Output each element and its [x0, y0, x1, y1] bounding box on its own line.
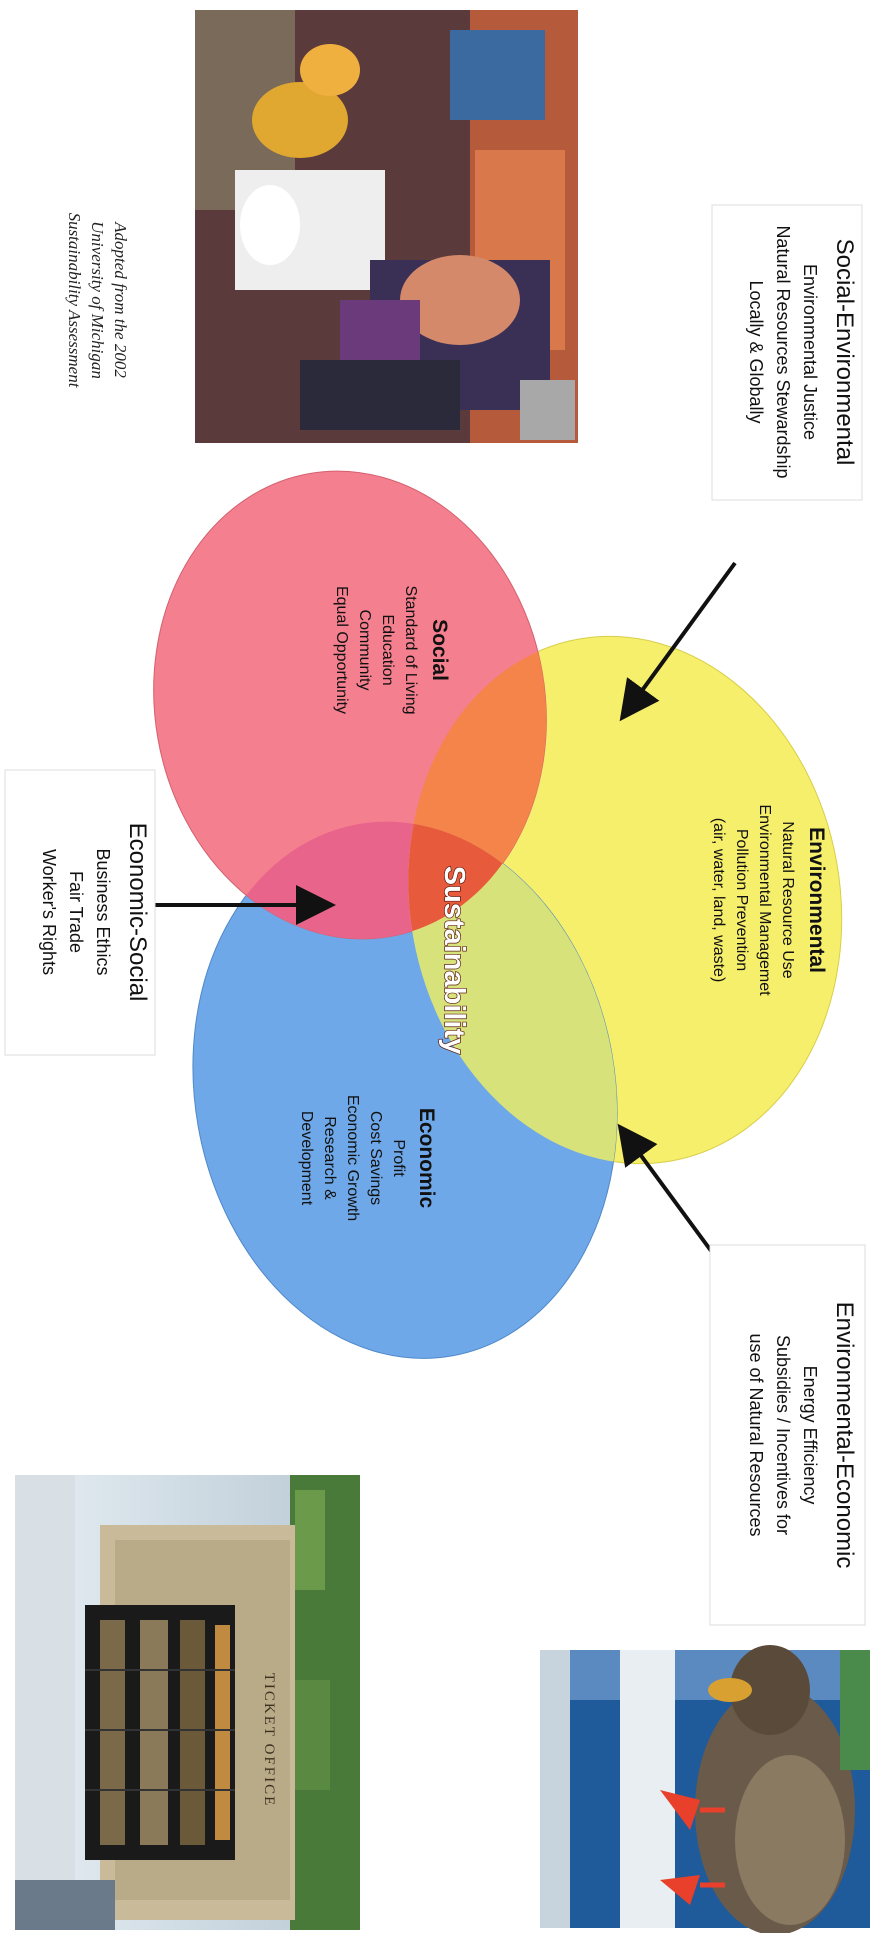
callout-item: use of Natural Resources [746, 1333, 766, 1536]
callout-title: Social-Environmental [831, 239, 858, 466]
economic-title: Economic [415, 1108, 438, 1209]
callout-item: Energy Efficiency [800, 1366, 820, 1505]
environmental-title: Environmental [805, 827, 828, 973]
economic-item: Research & [321, 1116, 338, 1200]
callout-title: Economic-Social [124, 823, 151, 1002]
callout-item: Fair Trade [66, 871, 86, 953]
social-item: Equal Opportunity [333, 586, 350, 714]
economic-item: Development [298, 1111, 315, 1206]
callout-item: Natural Resources Stewardship [773, 225, 793, 478]
environmental-item: (air, water, land, waste) [710, 818, 727, 983]
callout-item: Business Ethics [93, 848, 113, 975]
economic-label-group: Economic Profit Cost Savings Economic Gr… [298, 1095, 438, 1221]
environmental-label-group: Environmental Natural Resource Use Envir… [710, 804, 828, 996]
callout-environmental-economic: Environmental-Economic Energy Efficiency… [709, 1244, 866, 1626]
credit-text: Adopted from the 2002 University of Mich… [65, 213, 130, 389]
economic-item: Cost Savings [367, 1111, 384, 1205]
credit-line-2: University of Michigan [88, 221, 107, 379]
environmental-item: Pollution Prevention [733, 829, 750, 971]
social-item: Standard of Living [402, 586, 419, 715]
social-item: Community [356, 610, 373, 691]
social-label-group: Social Standard of Living Education Comm… [333, 586, 451, 715]
photo-farmers-market [195, 10, 578, 443]
callout-social-environmental: Social-Environmental Environmental Justi… [711, 204, 863, 501]
arrow-social-environmental [619, 561, 737, 722]
social-item: Education [379, 614, 396, 685]
venn-diagram: Social Standard of Living Education Comm… [153, 470, 843, 1359]
callout-item: Locally & Globally [746, 280, 766, 423]
economic-item: Profit [390, 1139, 407, 1177]
arrow-environmental-economic [617, 1123, 722, 1265]
economic-item: Economic Growth [344, 1095, 361, 1221]
photo-ticket-office: TICKET OFFICE [15, 1475, 360, 1930]
callout-item: Environmental Justice [800, 264, 820, 440]
credit-line-3: Sustainability Assessment [65, 213, 84, 389]
photo-duck [540, 1645, 870, 1933]
sustainability-label-group: Sustainability [437, 865, 470, 1055]
credit-line-1: Adopted from the 2002 [111, 221, 130, 378]
ticket-office-sign: TICKET OFFICE [261, 1673, 277, 1807]
environmental-item: Natural Resource Use [779, 821, 796, 979]
overlap-social-environmental [408, 636, 583, 971]
social-title: Social [428, 619, 451, 681]
callout-item: Worker's Rights [39, 849, 59, 975]
sustainability-label: Sustainability [438, 866, 470, 1055]
callout-item: Subsidies / Incentives for [773, 1335, 793, 1535]
environmental-item: Environmental Managemet [756, 804, 773, 996]
callout-title: Environmental-Economic [831, 1302, 858, 1569]
callout-economic-social: Economic-Social Business Ethics Fair Tra… [4, 769, 156, 1056]
